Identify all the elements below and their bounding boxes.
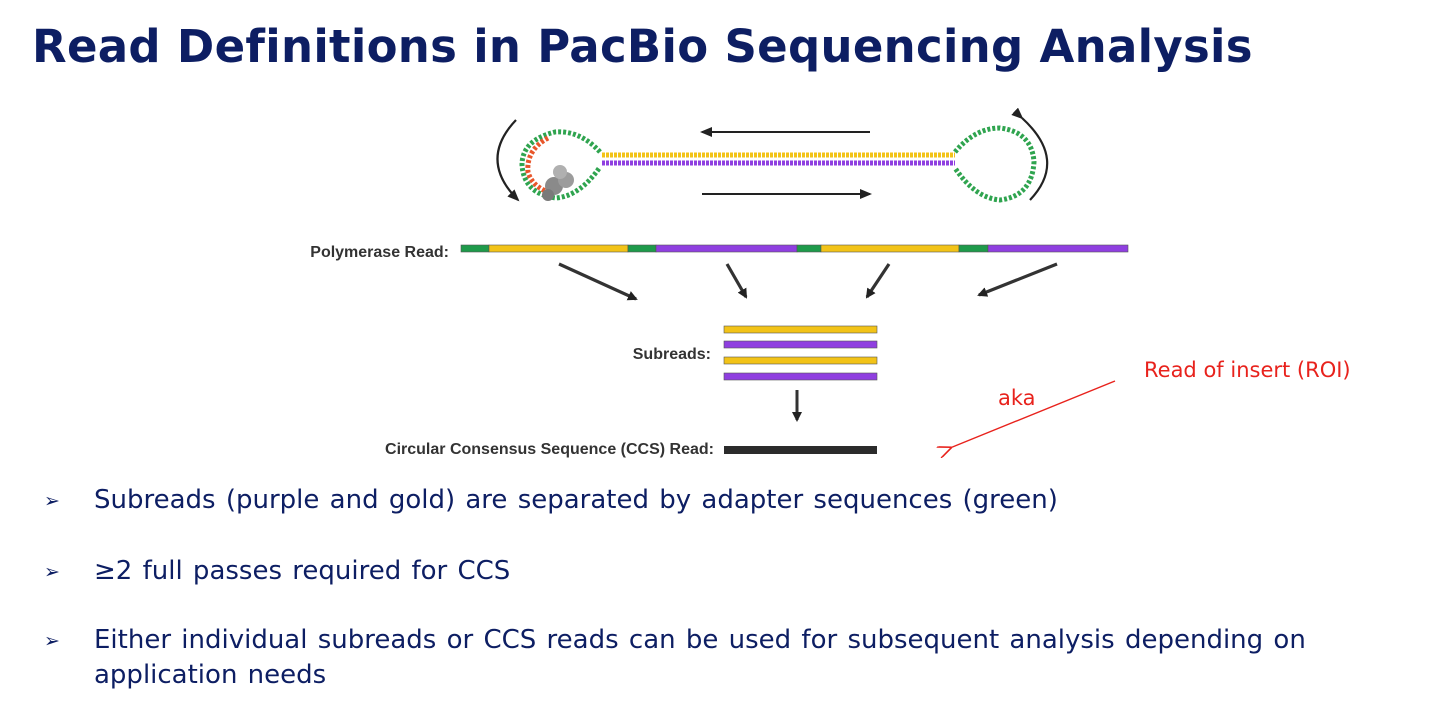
subread-purple [723,372,878,381]
gold-segment [820,244,960,253]
subread-purple [723,340,878,349]
adapter-segment [460,244,490,253]
ccs-read-bar [724,446,877,454]
subreads-label: Subreads: [633,346,711,363]
roi-pointer-arrow [950,380,1116,448]
polymerase-read-label: Polymerase Read: [310,244,449,261]
arrow [558,262,638,301]
bullet-arrow-icon: ➢ [44,561,60,583]
arrow [865,263,891,299]
gold-segment [488,244,629,253]
right-hairpin-loop [952,125,1037,203]
bullet-item: ➢ ≥2 full passes required for CCS [44,554,510,590]
left-hairpin-red [525,135,550,195]
converging-arrows [558,262,1058,301]
left-curved-arrow [496,119,520,202]
bullet-text: Either individual subreads or CCS reads … [94,625,1306,690]
polymerase-icon [542,165,574,201]
arrow [977,262,1058,297]
polymerase-read-bar [460,244,1129,253]
bullet-arrow-icon: ➢ [44,490,60,512]
slide-title: Read Definitions in PacBio Sequencing An… [32,20,1253,73]
purple-segment [655,244,798,253]
bullet-item: ➢ Subreads (purple and gold) are separat… [44,483,1058,519]
arrow [725,263,748,299]
adapter-segment [958,244,989,253]
subread-gold [723,356,878,365]
read-definition-diagram: Polymerase Read: Subreads: Circular Cons… [310,107,1351,470]
bullet-text: ≥2 full passes required for CCS [94,556,511,586]
adapter-segment [796,244,822,253]
ccs-read-label: Circular Consensus Sequence (CCS) Read: [385,441,714,458]
bullet-arrow-icon: ➢ [44,630,60,652]
aka-annotation: aka [998,386,1036,410]
subread-gold [723,325,878,334]
roi-annotation: Read of insert (ROI) [1144,358,1351,382]
bullet-item: ➢ Either individual subreads or CCS read… [44,623,1404,693]
subreads-stack [723,325,878,381]
smrtbell-template [496,107,1049,203]
right-curved-arrow [1011,107,1049,201]
bullet-text: Subreads (purple and gold) are separated… [94,485,1058,515]
adapter-segment [627,244,657,253]
left-hairpin-loop [519,129,603,201]
purple-segment [987,244,1129,253]
